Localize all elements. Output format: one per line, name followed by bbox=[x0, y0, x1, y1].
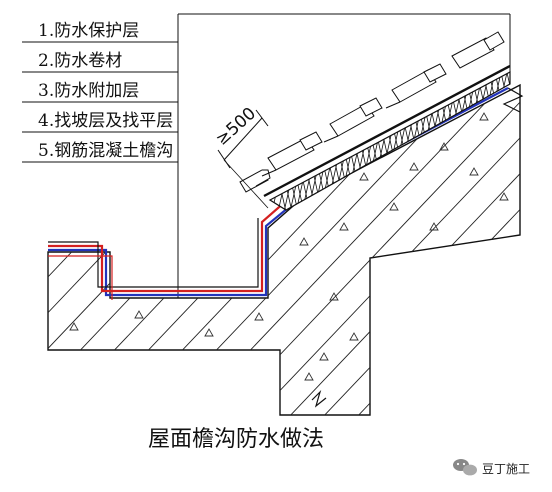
aggregate-mark bbox=[429, 222, 439, 231]
screed-hatch-line bbox=[532, 50, 552, 230]
dimension-line bbox=[223, 117, 263, 161]
legend-item-2: 2.防水卷材 bbox=[38, 51, 122, 71]
wechat-icon bbox=[453, 459, 477, 476]
aggregate-mark bbox=[329, 292, 339, 301]
hatch-line bbox=[349, 85, 520, 415]
watermark-label: 豆丁施工 bbox=[482, 462, 530, 476]
legend-item-5: 5.钢筋混凝土檐沟 bbox=[38, 141, 173, 161]
legend-item-1: 1.防水保护层 bbox=[38, 21, 139, 41]
hatch-line bbox=[0, 60, 16, 460]
legend-table: 1.防水保护层 2.防水卷材 3.防水附加层 4.找坡层及找平层 5.钢筋混凝土… bbox=[22, 13, 511, 350]
aggregate-mark bbox=[69, 322, 79, 331]
aggregate-mark bbox=[254, 312, 264, 321]
dimension-tick bbox=[255, 109, 269, 127]
dimension-label: ≥500 bbox=[212, 104, 260, 150]
dimension-annotation: ≥500 bbox=[212, 104, 269, 209]
aggregate-mark bbox=[409, 162, 419, 171]
extension-line bbox=[223, 159, 269, 209]
legend-item-3: 3.防水附加层 bbox=[38, 81, 139, 101]
aggregate-mark bbox=[204, 328, 214, 337]
screed-hatch-line bbox=[520, 50, 552, 230]
top-surface-line bbox=[263, 64, 511, 198]
screed-hatch-line bbox=[520, 50, 552, 230]
screed-hatch-line bbox=[538, 50, 552, 230]
aggregate-mark bbox=[339, 222, 349, 231]
screed-hatch-line bbox=[532, 50, 552, 230]
protection-layer bbox=[48, 218, 259, 288]
aggregate-mark bbox=[439, 142, 449, 151]
aggregate-mark bbox=[499, 192, 509, 201]
aggregate-mark bbox=[389, 202, 399, 211]
aggregate-mark bbox=[304, 372, 314, 381]
screed-hatch-line bbox=[501, 72, 510, 210]
legend-item-4: 4.找坡层及找平层 bbox=[38, 111, 173, 131]
aggregate-mark bbox=[359, 172, 369, 181]
drawing-caption: 屋面檐沟防水做法 bbox=[148, 427, 324, 452]
aggregate-mark bbox=[469, 167, 479, 176]
screed-hatch-line bbox=[538, 50, 552, 230]
screed-hatch-line bbox=[270, 72, 291, 210]
break-mark bbox=[311, 389, 327, 408]
aggregate-mark bbox=[479, 112, 489, 121]
screed-hatch-line bbox=[489, 72, 510, 210]
screed-hatch-line bbox=[526, 50, 552, 230]
break-mark bbox=[502, 87, 524, 113]
roof-tiles bbox=[239, 31, 505, 193]
screed-hatch-line bbox=[526, 50, 552, 230]
aggregate-mark bbox=[299, 237, 309, 246]
aggregate-mark bbox=[319, 352, 329, 361]
watermark: 豆丁施工 bbox=[453, 459, 530, 476]
aggregate-mark bbox=[134, 310, 144, 319]
additional-layer bbox=[48, 255, 113, 300]
hatch-line bbox=[519, 85, 520, 415]
aggregate-mark bbox=[349, 332, 359, 341]
dimension-tick bbox=[217, 149, 231, 169]
screed-hatch-line bbox=[495, 72, 510, 210]
